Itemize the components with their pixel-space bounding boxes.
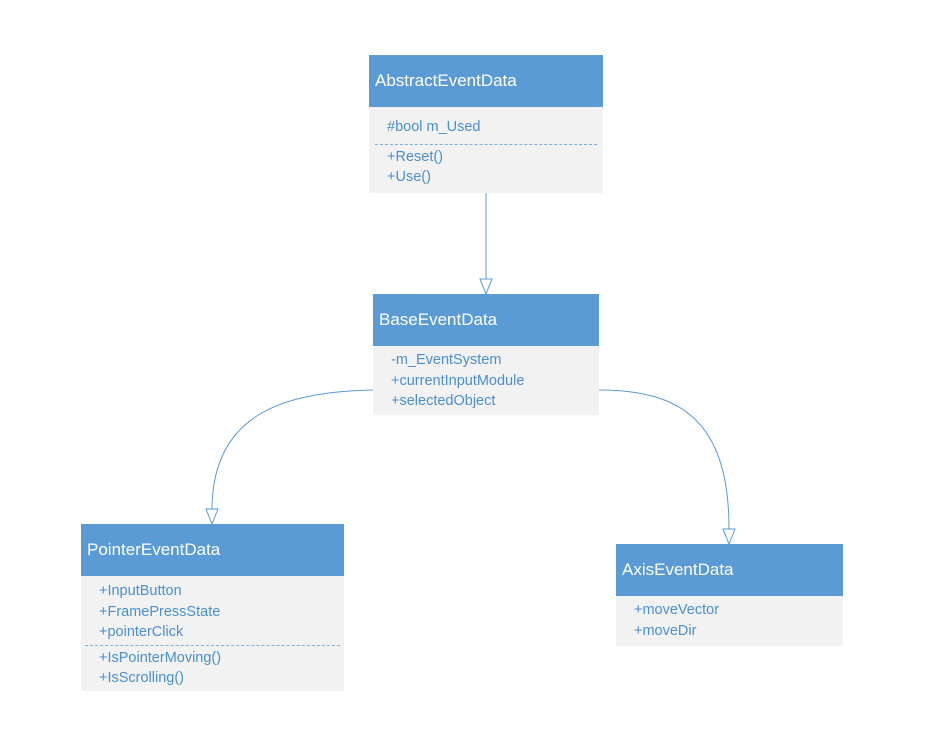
- class-members: -m_EventSystem +currentInputModule +sele…: [373, 346, 599, 412]
- class-pointer-event-data[interactable]: PointerEventData +InputButton +FramePres…: [81, 524, 344, 691]
- inheritance-arrowhead: [722, 528, 736, 546]
- class-members: #bool m_Used +Reset() +Use(): [369, 107, 603, 188]
- class-field: +currentInputModule: [391, 372, 525, 389]
- class-method: +Reset(): [387, 148, 444, 165]
- class-abstract-event-data[interactable]: AbstractEventData #bool m_Used +Reset() …: [369, 55, 603, 193]
- class-field: +InputButton: [99, 583, 182, 599]
- class-method: +IsScrolling(): [99, 670, 185, 686]
- class-field: +FramePressState: [99, 603, 221, 620]
- class-members: +InputButton +FramePressState +pointerCl…: [81, 576, 344, 689]
- class-axis-event-data[interactable]: AxisEventData +moveVector +moveDir: [616, 544, 843, 646]
- class-field: -m_EventSystem: [391, 352, 502, 368]
- class-field: #bool m_Used: [387, 119, 481, 135]
- class-title: BaseEventData: [373, 294, 599, 346]
- class-field: +moveDir: [634, 622, 697, 639]
- class-method: +IsPointerMoving(): [99, 649, 222, 666]
- edge-axis-to-base: [598, 389, 730, 530]
- class-field: +pointerClick: [99, 624, 184, 640]
- class-field: +moveVector: [634, 602, 720, 618]
- compartment-divider: [375, 143, 597, 145]
- inheritance-arrowhead: [205, 508, 219, 526]
- class-method: +Use(): [387, 169, 431, 185]
- edge-pointer-to-base: [211, 389, 374, 511]
- compartment-divider: [85, 644, 340, 646]
- class-field: +selectedObject: [391, 393, 496, 409]
- class-base-event-data[interactable]: BaseEventData -m_EventSystem +currentInp…: [373, 294, 599, 415]
- class-title: AbstractEventData: [369, 55, 603, 107]
- inheritance-arrowhead: [479, 278, 493, 296]
- class-title: AxisEventData: [616, 544, 843, 596]
- class-title: PointerEventData: [81, 524, 344, 576]
- class-members: +moveVector +moveDir: [616, 596, 843, 641]
